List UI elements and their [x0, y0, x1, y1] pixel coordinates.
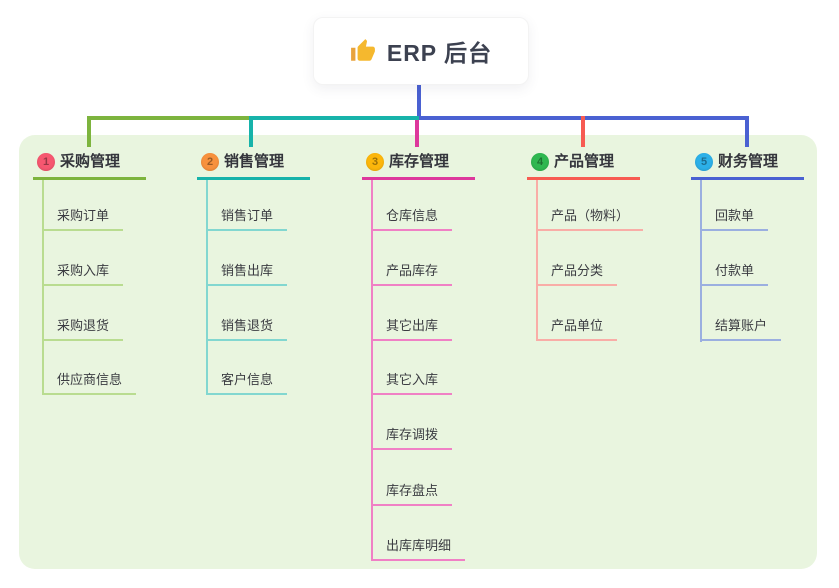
branch-title-label: 产品管理 — [554, 153, 615, 170]
branch-node-finance-management[interactable]: 5 财务管理 — [691, 150, 804, 180]
node-label: 销售出库 — [221, 263, 274, 278]
branch-3-spine-line — [371, 180, 373, 561]
node-label: 结算账户 — [715, 318, 768, 333]
node-label: 产品库存 — [386, 263, 439, 278]
node-label: 产品分类 — [551, 263, 604, 278]
node-sales-return[interactable]: 销售退货 — [206, 317, 288, 341]
node-label: 销售退货 — [221, 318, 274, 333]
branch-title-label: 采购管理 — [60, 153, 121, 170]
node-sales-outbound[interactable]: 销售出库 — [206, 262, 288, 286]
node-label: 库存盘点 — [386, 483, 439, 498]
connector-drop-branch-4 — [581, 116, 585, 147]
branch-5-spine-line — [700, 180, 702, 342]
priority-3-badge: 3 — [366, 153, 384, 171]
node-warehouse-info[interactable]: 仓库信息 — [371, 207, 453, 231]
node-label: 采购退货 — [57, 318, 110, 333]
branch-title-label: 销售管理 — [224, 153, 285, 170]
node-label: 出库库明细 — [386, 538, 452, 553]
node-product-unit[interactable]: 产品单位 — [536, 317, 618, 341]
node-supplier-info[interactable]: 供应商信息 — [42, 371, 137, 395]
node-label: 产品（物料） — [551, 208, 630, 223]
root-node-title: ERP 后台 — [386, 40, 493, 66]
node-payment-doc[interactable]: 付款单 — [700, 262, 769, 286]
branch-title-label: 财务管理 — [718, 153, 779, 170]
branch-node-sales-management[interactable]: 2 销售管理 — [197, 150, 310, 180]
root-node-erp-backend[interactable]: ERP 后台 — [313, 17, 529, 85]
branch-node-purchase-management[interactable]: 1 采购管理 — [33, 150, 146, 180]
node-product-stock[interactable]: 产品库存 — [371, 262, 453, 286]
connector-drop-branch-1 — [87, 116, 91, 147]
node-label: 其它出库 — [386, 318, 439, 333]
node-label: 库存调拨 — [386, 427, 439, 442]
node-label: 供应商信息 — [57, 372, 123, 387]
priority-2-badge: 2 — [201, 153, 219, 171]
node-outbound-detail[interactable]: 出库库明细 — [371, 537, 466, 561]
node-sales-order[interactable]: 销售订单 — [206, 207, 288, 231]
thumbs-up-icon — [350, 38, 376, 64]
connector-drop-branch-2 — [249, 116, 253, 147]
node-label: 其它入库 — [386, 372, 439, 387]
priority-4-badge: 4 — [531, 153, 549, 171]
node-label: 产品单位 — [551, 318, 604, 333]
branch-1-spine-line — [42, 180, 44, 395]
node-stock-taking[interactable]: 库存盘点 — [371, 482, 453, 506]
branch-2-spine-line — [206, 180, 208, 395]
branch-node-product-management[interactable]: 4 产品管理 — [527, 150, 640, 180]
node-label: 付款单 — [715, 263, 755, 278]
branch-node-inventory-management[interactable]: 3 库存管理 — [362, 150, 475, 180]
priority-1-badge: 1 — [37, 153, 55, 171]
node-label: 回款单 — [715, 208, 755, 223]
node-label: 采购订单 — [57, 208, 110, 223]
connector-drop-branch-5 — [745, 116, 749, 147]
node-other-outbound[interactable]: 其它出库 — [371, 317, 453, 341]
priority-5-badge: 5 — [695, 153, 713, 171]
connector-root-vertical — [417, 83, 421, 120]
node-product-category[interactable]: 产品分类 — [536, 262, 618, 286]
node-label: 销售订单 — [221, 208, 274, 223]
connector-drop-branch-3 — [415, 120, 419, 147]
branch-title-label: 库存管理 — [389, 153, 450, 170]
node-label: 客户信息 — [221, 372, 274, 387]
node-other-inbound[interactable]: 其它入库 — [371, 371, 453, 395]
node-label: 采购入库 — [57, 263, 110, 278]
node-label: 仓库信息 — [386, 208, 439, 223]
connector-horizontal-teal — [249, 116, 419, 120]
node-purchase-order[interactable]: 采购订单 — [42, 207, 124, 231]
node-settlement-account[interactable]: 结算账户 — [700, 317, 782, 341]
connector-horizontal-green — [87, 116, 253, 120]
node-purchase-inbound[interactable]: 采购入库 — [42, 262, 124, 286]
branches-background-panel — [19, 135, 817, 569]
node-receipt-doc[interactable]: 回款单 — [700, 207, 769, 231]
node-stock-transfer[interactable]: 库存调拨 — [371, 426, 453, 450]
branch-4-spine-line — [536, 180, 538, 341]
node-product-material[interactable]: 产品（物料） — [536, 207, 644, 231]
node-purchase-return[interactable]: 采购退货 — [42, 317, 124, 341]
node-customer-info[interactable]: 客户信息 — [206, 371, 288, 395]
